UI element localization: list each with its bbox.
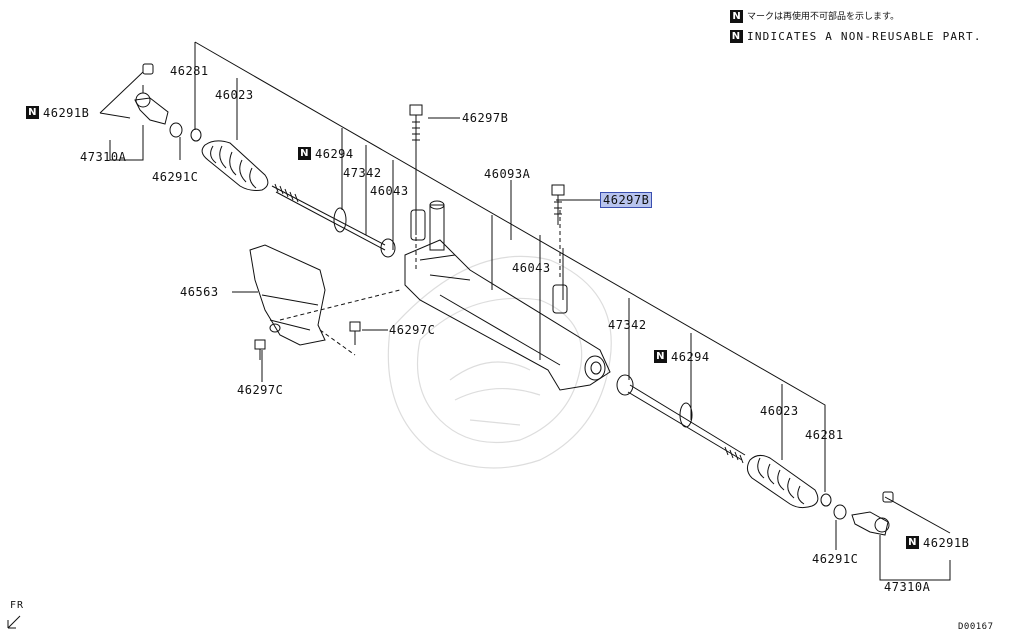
callout-46281-right[interactable]: 46281 (805, 428, 844, 442)
callout-46291b-right[interactable]: N 46291B (906, 536, 969, 550)
non-reusable-badge-icon: N (26, 106, 39, 119)
callout-46281[interactable]: 46281 (170, 64, 209, 78)
callout-46291b-left[interactable]: N 46291B (26, 106, 89, 120)
rack-housing (404, 200, 611, 391)
callout-46563[interactable]: 46563 (180, 285, 219, 299)
left-tie-rod-end (134, 63, 202, 142)
leader-lines (99, 71, 951, 581)
drawing-code: D00167 (958, 622, 994, 632)
callout-46297b-top[interactable]: 46297B (462, 111, 509, 125)
heat-shield (249, 244, 326, 346)
leader-frame (194, 41, 826, 492)
legend-japanese-text: マークは再使用不可部品を示します。 (747, 12, 900, 22)
callout-47342-right[interactable]: 47342 (608, 318, 647, 332)
right-boot (746, 454, 819, 509)
callout-label: 46294 (671, 350, 710, 364)
watermark-emblem (387, 255, 612, 469)
callout-46093a[interactable]: 46093A (484, 167, 531, 181)
callout-46294-right[interactable]: N 46294 (654, 350, 710, 364)
legend-japanese: N マークは再使用不可部品を示します。 (730, 10, 899, 24)
callout-label: 46294 (315, 147, 354, 161)
upper-bolt-and-bushing (409, 104, 426, 241)
non-reusable-badge-icon: N (654, 350, 667, 363)
callout-46043-mid[interactable]: 46043 (512, 261, 551, 275)
non-reusable-badge-icon: N (298, 147, 311, 160)
non-reusable-badge-icon: N (730, 30, 743, 43)
callout-46294-top[interactable]: N 46294 (298, 147, 354, 161)
middle-bolt-and-bushing (551, 184, 568, 314)
direction-label: FR (10, 600, 25, 611)
right-tie-rod (616, 374, 746, 464)
callout-46291c-right[interactable]: 46291C (812, 552, 859, 566)
legend-english-text: INDICATES A NON-REUSABLE PART. (747, 30, 982, 43)
callout-46023[interactable]: 46023 (215, 88, 254, 102)
callout-46023-right[interactable]: 46023 (760, 404, 799, 418)
callout-47310a-left[interactable]: 47310A (80, 150, 127, 164)
right-tie-rod-end (820, 491, 894, 536)
callout-label: 46291B (43, 106, 90, 120)
fr-arrow-icon (7, 615, 21, 629)
callout-47310a-right[interactable]: 47310A (884, 580, 931, 594)
legend-english: N INDICATES A NON-REUSABLE PART. (730, 30, 982, 44)
left-tie-rod (271, 183, 396, 258)
non-reusable-badge-icon: N (730, 10, 743, 23)
dashed-lines (279, 210, 561, 356)
callout-label: 46291B (923, 536, 970, 550)
callout-46043-top[interactable]: 46043 (370, 184, 409, 198)
callout-46297b-highlighted[interactable]: 46297B (600, 192, 653, 208)
callout-46291c-left[interactable]: 46291C (152, 170, 199, 184)
non-reusable-badge-icon: N (906, 536, 919, 549)
callout-47342-top[interactable]: 47342 (343, 166, 382, 180)
bolt-46297c (254, 321, 361, 360)
callout-46297c-mid[interactable]: 46297C (389, 323, 436, 337)
left-boot (201, 140, 269, 191)
callout-46297c-low[interactable]: 46297C (237, 383, 284, 397)
